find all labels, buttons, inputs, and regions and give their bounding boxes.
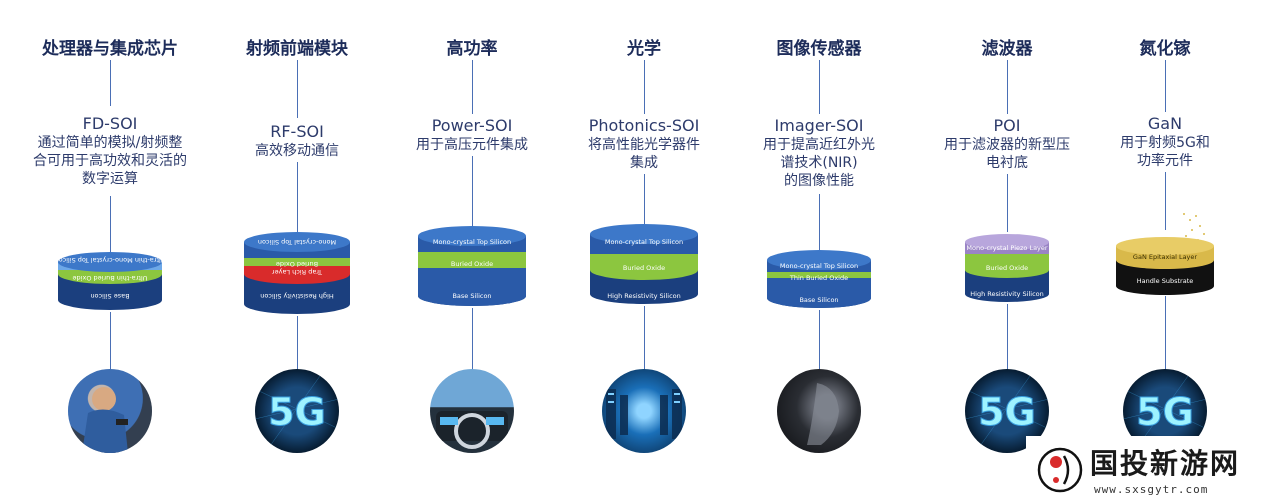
watermark-text: 国投新游网 — [1090, 447, 1241, 480]
column-title: 高功率 — [446, 39, 498, 59]
layer-label: Buried Oxide — [276, 260, 318, 268]
face-image — [777, 369, 861, 453]
layer-label: GaN Epitaxial Layer — [1133, 253, 1197, 261]
column-description: GaN 用于射频5G和 功率元件 — [1077, 114, 1253, 170]
connector-line — [1007, 60, 1008, 114]
column-description: Power-SOI 用于高压元件集成 — [384, 116, 560, 154]
column-title: 图像传感器 — [776, 39, 862, 59]
column-rf-soi: 射频前端模块 RF-SOI 高效移动通信 Mono-crystal Top Si… — [209, 0, 385, 503]
column-description: Imager-SOI 用于提高近红外光 谱技术(NIR) 的图像性能 — [731, 116, 907, 190]
layer-label: Mono-crystal Top Silicon — [258, 238, 336, 246]
watermark-url: www.sxsgytr.com — [1094, 483, 1209, 496]
5g-text: 5G — [1136, 390, 1194, 434]
5g-image: 5G — [255, 369, 339, 453]
wafer-stack: Mono-crystal Top Silicon Buried Oxide Hi… — [590, 224, 698, 304]
car-dashboard-image — [430, 369, 514, 453]
layer-label: High Resistivity Silicon — [970, 290, 1044, 298]
datacenter-image — [602, 369, 686, 453]
connector-line — [819, 310, 820, 370]
connector-line — [1007, 304, 1008, 370]
5g-text: 5G — [268, 390, 326, 434]
column-description: POI 用于滤波器的新型压 电衬底 — [919, 116, 1095, 172]
technology-name: FD-SOI — [82, 114, 138, 133]
layer-label: Trap Rich Layer — [272, 268, 323, 276]
connector-line — [644, 306, 645, 370]
connector-line — [819, 194, 820, 250]
layer-label: Mono-crystal Piezo Layer — [966, 244, 1048, 252]
column-fd-soi: 处理器与集成芯片 FD-SOI 通过简单的模拟/射频整 合可用于高功效和灵活的 … — [22, 0, 198, 503]
connector-line — [644, 174, 645, 224]
connector-line — [297, 60, 298, 118]
wafer-stack: Mono-crystal Top Silicon Buried Oxide Tr… — [244, 232, 350, 314]
connector-line — [1165, 60, 1166, 112]
connector-line — [472, 60, 473, 114]
column-poi: 滤波器 POI 用于滤波器的新型压 电衬底 Mono-crystal Piezo… — [919, 0, 1095, 503]
column-description: FD-SOI 通过简单的模拟/射频整 合可用于高功效和灵活的 数字运算 — [22, 114, 198, 188]
column-title: 光学 — [627, 39, 661, 59]
connector-line — [297, 316, 298, 370]
technology-name: Photonics-SOI — [588, 116, 700, 135]
technology-name: GaN — [1147, 114, 1183, 133]
wafer-stack: GaN Epitaxial Layer Handle Substrate — [1116, 213, 1214, 295]
layer-label: Base Silicon — [90, 292, 129, 300]
layer-label: Buried Oxide — [986, 264, 1028, 272]
column-power-soi: 高功率 Power-SOI 用于高压元件集成 Mono-crystal Top … — [384, 0, 560, 503]
layer-label: Base Silicon — [452, 292, 491, 300]
layer-label: Thin Buried Oxide — [789, 274, 848, 282]
layer-label: Ultra-thin Buried Oxide — [73, 274, 148, 282]
layer-label: High Resistivity Silicon — [607, 292, 681, 300]
connector-line — [1007, 174, 1008, 232]
layer-label: Base Silicon — [799, 296, 838, 304]
wafer-stack: Mono-crystal Piezo Layer Buried Oxide Hi… — [965, 234, 1049, 302]
connector-line — [472, 156, 473, 226]
column-title: 氮化镓 — [1139, 39, 1191, 59]
technology-name: RF-SOI — [270, 122, 324, 141]
connector-line — [110, 312, 111, 370]
connector-line — [110, 196, 111, 252]
watermark: 国投新游网 www.sxsgytr.com — [1026, 436, 1275, 503]
5g-text: 5G — [978, 390, 1036, 434]
column-title: 滤波器 — [981, 39, 1033, 59]
layer-label: Ultra-thin Mono-crystal Top Silicon — [56, 256, 164, 264]
technology-name: POI — [993, 116, 1021, 135]
column-imager-soi: 图像传感器 Imager-SOI 用于提高近红外光 谱技术(NIR) 的图像性能… — [731, 0, 907, 503]
connector-line — [110, 60, 111, 106]
technology-name: Imager-SOI — [774, 116, 864, 135]
wafer-stack: Mono-crystal Top Silicon Thin Buried Oxi… — [767, 250, 871, 308]
connector-line — [1165, 296, 1166, 370]
connector-line — [472, 308, 473, 370]
column-title: 射频前端模块 — [246, 39, 348, 59]
wafer-stack: Ultra-thin Mono-crystal Top Silicon Ultr… — [56, 252, 164, 310]
layer-label: Mono-crystal Top Silicon — [605, 238, 683, 246]
layer-label: Handle Substrate — [1137, 277, 1194, 285]
column-gan: 氮化镓 GaN 用于射频5G和 功率元件 GaN Epitaxial Layer… — [1077, 0, 1253, 503]
wafer-stack: Mono-crystal Top Silicon Buried Oxide Ba… — [418, 226, 526, 306]
column-description: RF-SOI 高效移动通信 — [209, 122, 385, 160]
watermark-logo-icon — [1037, 447, 1083, 493]
column-title: 处理器与集成芯片 — [42, 39, 178, 59]
layer-label: Mono-crystal Top Silicon — [433, 238, 511, 246]
connector-line — [819, 60, 820, 114]
column-photonics-soi: 光学 Photonics-SOI 将高性能光学器件 集成 Mono-crysta… — [556, 0, 732, 503]
layer-label: High Resistivity Silicon — [260, 292, 334, 300]
connector-line — [1165, 172, 1166, 230]
connector-line — [644, 60, 645, 114]
technology-name: Power-SOI — [431, 116, 513, 135]
layer-label: Buried Oxide — [451, 260, 493, 268]
column-description: Photonics-SOI 将高性能光学器件 集成 — [556, 116, 732, 172]
layer-label: Mono-crystal Top Silicon — [780, 262, 858, 270]
layer-label: Buried Oxide — [623, 264, 665, 272]
connector-line — [297, 162, 298, 232]
person-phone-image — [68, 369, 152, 453]
